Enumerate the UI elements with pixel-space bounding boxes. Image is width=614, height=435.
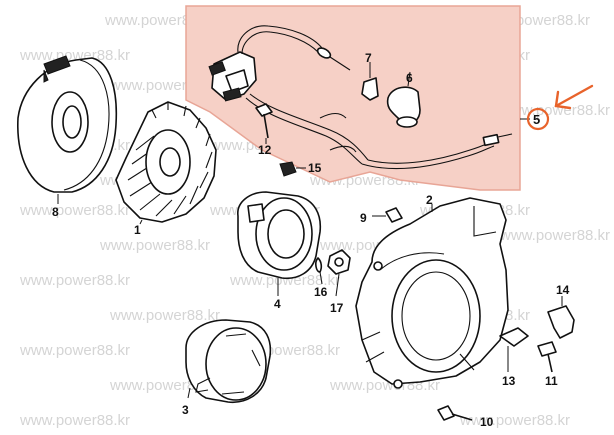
watermark: www.power88.kr	[19, 202, 130, 219]
nut-icon[interactable]	[327, 249, 351, 297]
starter-pulley-icon[interactable]	[237, 191, 322, 296]
bolt-icon[interactable]	[537, 341, 557, 373]
part-label-12: 12	[258, 143, 272, 157]
part-label-4: 4	[274, 297, 281, 311]
washer-icon[interactable]	[372, 207, 403, 223]
watermark: www.power88.kr	[19, 412, 130, 429]
part-label-16: 16	[314, 285, 328, 299]
spark-plug-cap-icon[interactable]	[386, 71, 421, 128]
part-label-6: 6	[406, 71, 413, 85]
part-label-17: 17	[330, 301, 344, 315]
starter-cup-icon[interactable]	[185, 319, 272, 403]
part-label-9: 9	[360, 211, 367, 225]
watermark: www.power88.kr	[19, 342, 130, 359]
part-label-14: 14	[556, 283, 570, 297]
clip-icon[interactable]	[361, 62, 379, 101]
watermark: www.power88.kr	[229, 272, 340, 289]
highlight-region	[185, 5, 521, 191]
nut-icon[interactable]	[279, 161, 306, 177]
bracket-icon[interactable]	[547, 296, 575, 339]
clip-icon[interactable]	[499, 327, 529, 372]
flywheel-icon[interactable]	[17, 55, 118, 204]
bolt-icon[interactable]	[255, 103, 273, 144]
part-label-15: 15	[308, 161, 322, 175]
watermark: www.power88.kr	[19, 272, 130, 289]
part-label-3: 3	[182, 403, 189, 417]
part-label-10: 10	[480, 415, 494, 429]
part-label-5: 5	[533, 112, 540, 127]
watermark: www.power88.kr	[109, 307, 220, 324]
watermark: www.power88.kr	[499, 227, 610, 244]
watermark: www.power88.kr	[19, 47, 130, 64]
part-label-11: 11	[545, 374, 558, 388]
part-label-1: 1	[134, 223, 141, 237]
arrow-icon	[554, 84, 594, 110]
highlight-circle	[526, 107, 550, 131]
watermark: www.power88.kr	[99, 237, 210, 254]
watermark: www.power88.kr	[499, 102, 610, 119]
bolt-icon[interactable]	[437, 405, 473, 421]
part-label-7: 7	[365, 51, 372, 65]
cooling-fan-icon[interactable]	[115, 101, 217, 225]
fan-shroud-icon[interactable]	[355, 197, 509, 389]
part-number-labels: 1 2 3 4 5 6 7 8 9 10 11 12 13 14 15 16 1…	[52, 51, 570, 429]
part-label-2: 2	[426, 193, 433, 207]
watermark: www.power88.kr	[459, 412, 570, 429]
part-label-8: 8	[52, 205, 59, 219]
washer-icon[interactable]	[315, 257, 323, 285]
ignition-coil-icon[interactable]	[208, 25, 513, 170]
part-label-13: 13	[502, 374, 516, 388]
